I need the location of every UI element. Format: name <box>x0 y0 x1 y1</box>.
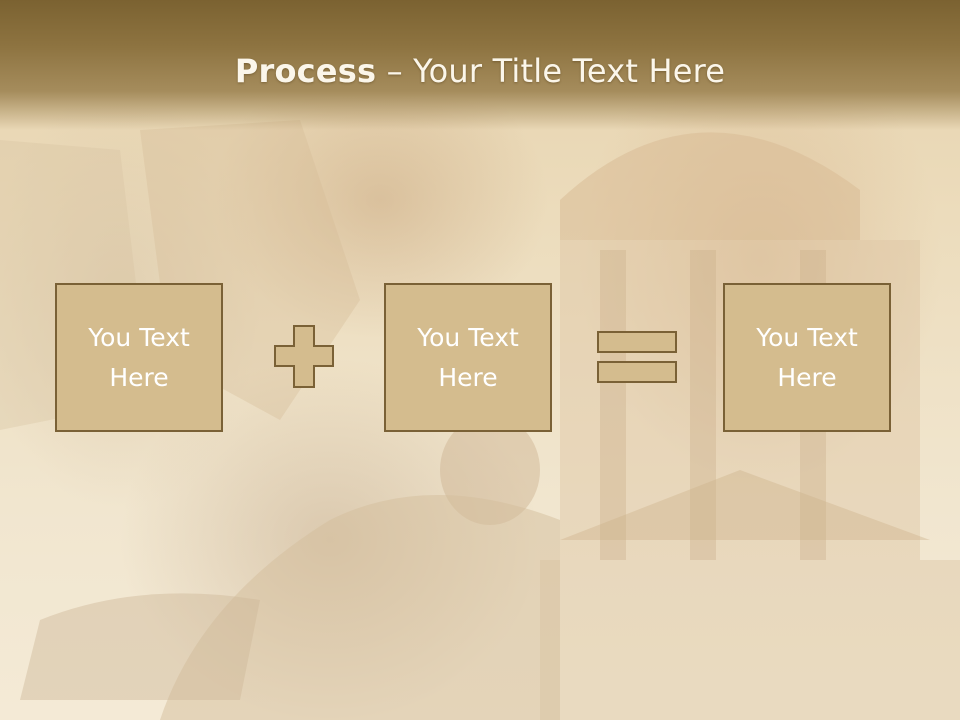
title-bold: Process <box>234 52 377 90</box>
process-box-1-label: You Text Here <box>88 322 190 392</box>
title-text: – Your Title Text Here <box>376 52 726 90</box>
title-bar <box>0 0 960 130</box>
slide-title: Process – Your Title Text Here <box>0 52 960 90</box>
process-box-3-label: You Text Here <box>756 322 858 392</box>
process-box-2[interactable]: You Text Here <box>384 283 552 432</box>
equals-icon <box>597 331 677 383</box>
process-box-3[interactable]: You Text Here <box>723 283 891 432</box>
plus-icon <box>274 325 334 388</box>
process-box-1[interactable]: You Text Here <box>55 283 223 432</box>
process-box-2-label: You Text Here <box>417 322 519 392</box>
